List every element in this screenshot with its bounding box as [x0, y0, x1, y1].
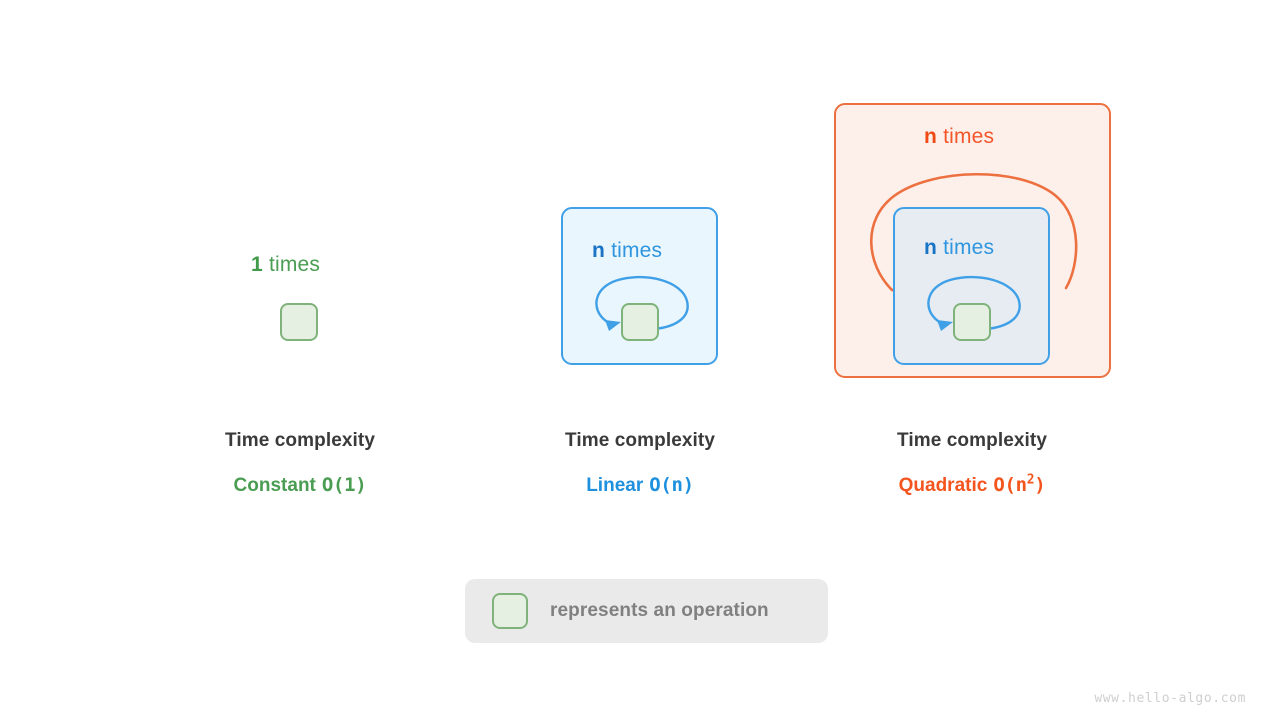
linear-loop-label: n times [592, 239, 662, 263]
legend: represents an operation [465, 579, 828, 643]
linear-loop-frame [561, 207, 718, 365]
linear-complexity-name: Linear [586, 475, 644, 496]
quadratic-notation-base: O(n [993, 474, 1027, 496]
quadratic-caption-title: Time complexity [896, 430, 1048, 451]
legend-label: represents an operation [550, 600, 769, 621]
quadratic-outer-loop-count: n [924, 125, 938, 148]
operation-box-quadratic [953, 303, 991, 341]
constant-loop-count: 1 [251, 253, 263, 276]
constant-loop-word: times [268, 253, 321, 276]
linear-caption-title: Time complexity [564, 430, 716, 451]
quadratic-inner-loop-frame [893, 207, 1050, 365]
watermark: www.hello-algo.com [1094, 691, 1246, 706]
linear-complexity-notation: O(n) [649, 474, 694, 496]
quadratic-inner-loop-word: times [943, 236, 995, 259]
quadratic-inner-loop-count: n [924, 236, 938, 259]
quadratic-outer-loop-word: times [943, 125, 995, 148]
linear-loop-word: times [611, 239, 663, 262]
linear-loop-count: n [592, 239, 606, 262]
quadratic-inner-loop-label: n times [924, 236, 994, 260]
constant-loop-label: 1 times [251, 253, 320, 277]
quadratic-notation-close: ) [1034, 474, 1046, 496]
quadratic-complexity-name: Quadratic [898, 475, 988, 496]
legend-operation-swatch [492, 593, 528, 629]
operation-box-constant [280, 303, 318, 341]
operation-box-linear [621, 303, 659, 341]
quadratic-notation-exponent: 2 [1026, 472, 1035, 488]
quadratic-outer-loop-label: n times [924, 125, 994, 149]
constant-complexity-notation: O(1) [321, 474, 367, 496]
constant-complexity-name: Constant [233, 475, 316, 496]
quadratic-complexity-notation: O(n2) [993, 474, 1045, 496]
constant-caption-title: Time complexity [224, 430, 376, 451]
